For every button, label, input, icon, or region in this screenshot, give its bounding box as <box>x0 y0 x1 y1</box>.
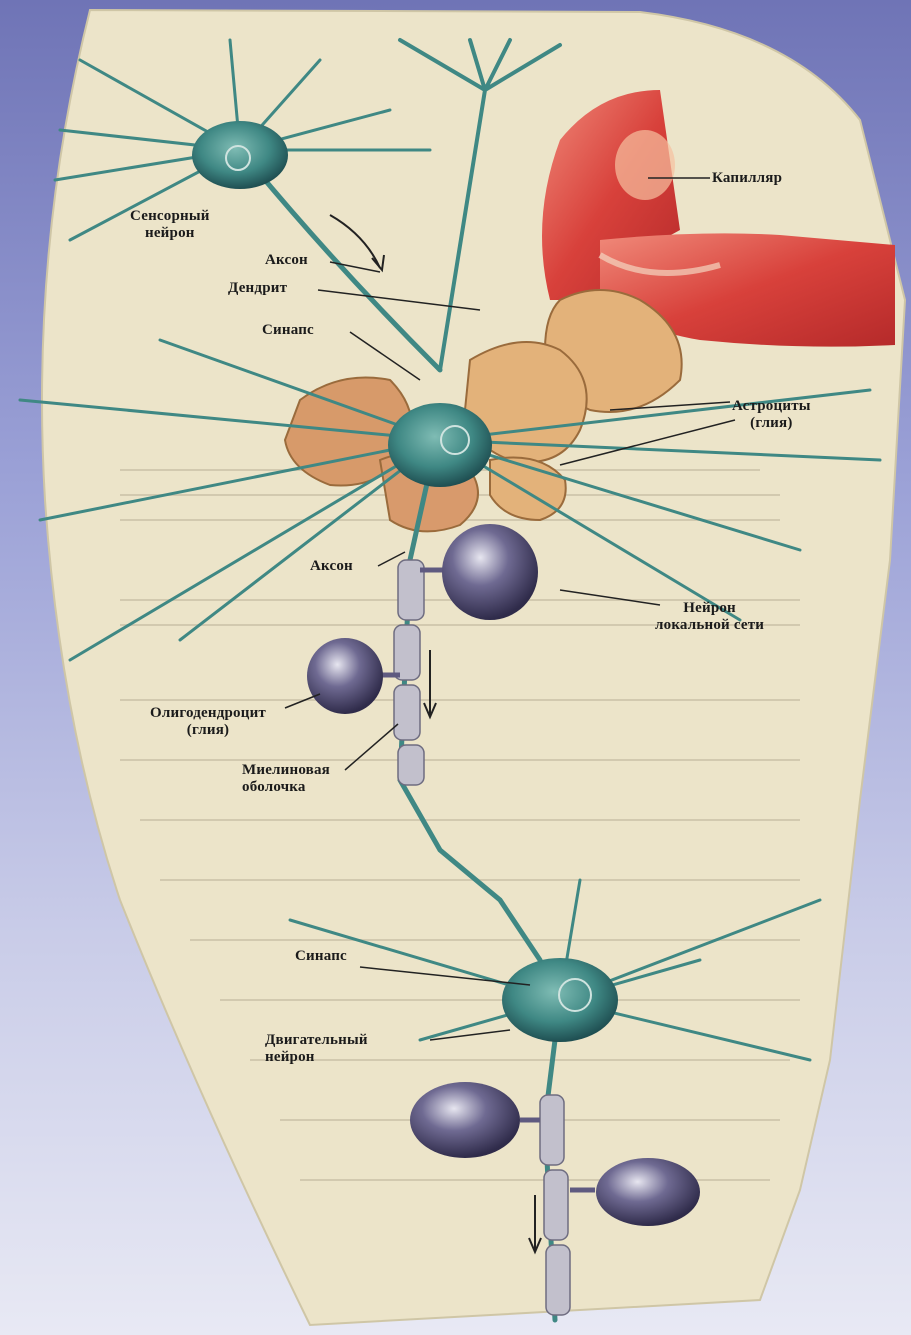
label-axon-middle: Аксон <box>310 558 353 575</box>
label-capillary: Капилляр <box>712 170 782 187</box>
oligodendrocyte-cell-3 <box>410 1082 520 1158</box>
label-myelin-sheath: Миелиновая оболочка <box>242 762 330 796</box>
oligodendrocyte-cell-1 <box>442 524 538 620</box>
label-sensory-neuron: Сенсорный нейрон <box>130 208 210 242</box>
label-axon-top: Аксон <box>265 252 308 269</box>
label-oligodendrocyte: Олигодендроцит (глия) <box>150 705 266 739</box>
label-motor-neuron: Двигательный нейрон <box>265 1032 368 1066</box>
label-synapse-top: Синапс <box>262 322 314 339</box>
sensory-neuron-soma <box>192 121 288 189</box>
label-synapse-bottom: Синапс <box>295 948 347 965</box>
oligodendrocyte-cell-4 <box>596 1158 700 1226</box>
label-local-network-neuron: Нейрон локальной сети <box>655 600 764 634</box>
local-neuron-soma <box>388 403 492 487</box>
label-astrocytes: Астроциты (глия) <box>732 398 811 432</box>
oligodendrocyte-cell-2 <box>307 638 383 714</box>
label-dendrite: Дендрит <box>228 280 287 297</box>
